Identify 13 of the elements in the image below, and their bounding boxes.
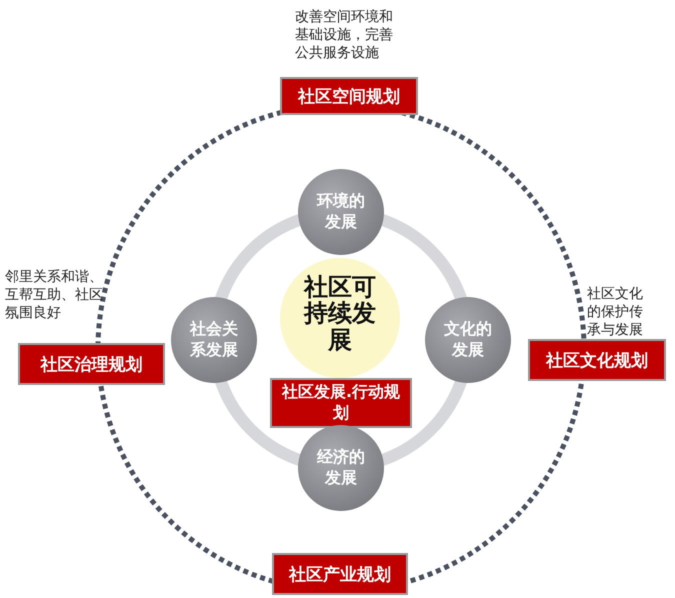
- plan-banner: 社区文化规划: [528, 339, 666, 381]
- core-circle: 社区可持续发展: [280, 258, 400, 378]
- plan-banner: 社区发展.行动规划: [270, 378, 412, 428]
- development-circle: 社会关系发展: [171, 297, 257, 383]
- development-circle: 文化的发展: [425, 297, 511, 383]
- development-circle: 环境的发展: [298, 169, 384, 255]
- annotation-text: 社区文化的保护传承与发展: [587, 285, 644, 340]
- annotation-text: 改善空间环境和基础设施，完善公共服务设施: [295, 8, 394, 63]
- plan-banner: 社区治理规划: [18, 343, 165, 385]
- plan-banner: 社区产业规划: [272, 553, 408, 595]
- development-circle: 经济的发展: [298, 425, 384, 511]
- plan-banner: 社区空间规划: [280, 77, 418, 115]
- annotation-text: 邻里关系和谐、互帮互助、社区氛围良好: [5, 268, 104, 323]
